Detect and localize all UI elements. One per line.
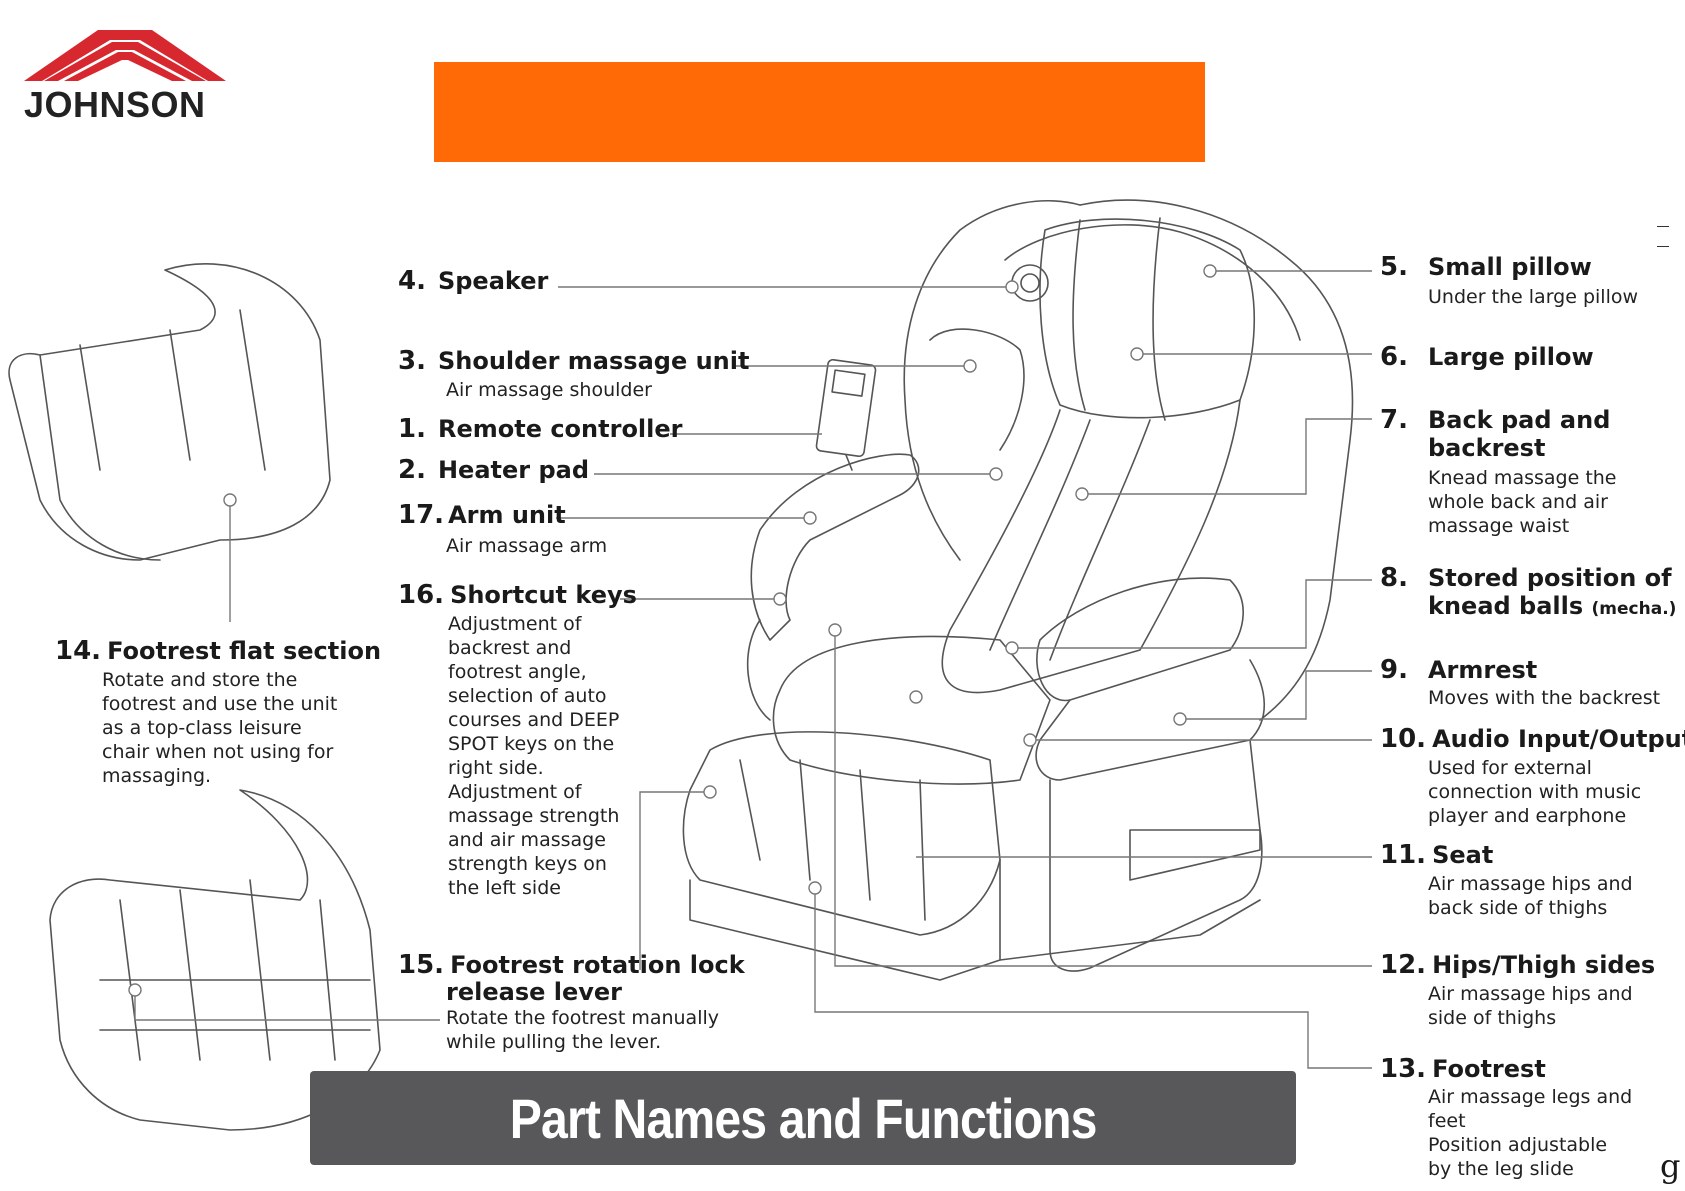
label-speaker: 4.Speaker: [398, 266, 549, 296]
remote-controller-icon: [815, 358, 877, 458]
label-seat: 11.Seat: [1380, 840, 1494, 870]
leader-footrest: [814, 888, 1372, 1069]
brand-logo-text: JOHNSON: [24, 84, 206, 125]
label-stored-position-sub: (mecha.): [1591, 599, 1677, 619]
desc-small-pillow: Under the large pillow: [1428, 286, 1639, 308]
label-hips-thigh: 12.Hips/Thigh sides: [1380, 950, 1656, 980]
desc-armrest: Moves with the backrest: [1428, 687, 1661, 709]
desc-shoulder-massage-unit: Air massage shoulder: [446, 379, 652, 401]
edge-mark-2: [1657, 246, 1669, 247]
label-back-pad-line2: backrest: [1428, 434, 1546, 462]
leader-backpad: [1082, 418, 1372, 495]
label-arm-unit: 17.Arm unit: [398, 500, 566, 530]
leader-footrest-lock: [639, 791, 710, 970]
label-remote-controller: 1.Remote controller: [398, 414, 683, 444]
leader-stored: [1012, 579, 1372, 649]
chair-back-shell: [1079, 199, 1354, 721]
label-small-pillow: 5.Small pillow: [1380, 252, 1592, 282]
label-stored-position: 8.Stored position of: [1380, 563, 1672, 593]
edge-mark: [1657, 226, 1669, 227]
title-banner: [434, 62, 1205, 162]
label-stored-position-line2: knead balls (mecha.): [1428, 592, 1677, 620]
leader-hips: [834, 630, 1372, 967]
label-footrest-rotation-lock: 15.Footrest rotation lock: [398, 950, 745, 980]
backrest: [941, 399, 1241, 694]
part-names-banner: Part Names and Functions: [310, 1071, 1296, 1165]
label-back-pad: 7.Back pad and: [1380, 405, 1611, 435]
right-armrest: [1036, 577, 1244, 702]
label-footrest-rotation-lock-line2: release lever: [446, 978, 622, 1006]
label-armrest: 9.Armrest: [1380, 655, 1538, 685]
label-heater-pad: 2.Heater pad: [398, 455, 590, 485]
footrest: [682, 731, 1001, 936]
label-footrest: 13.Footrest: [1380, 1054, 1546, 1084]
footrest-rotated-inset: [49, 789, 381, 1131]
leader-armrest: [1180, 670, 1372, 720]
edge-glyph: g: [1660, 1147, 1681, 1185]
label-large-pillow: 6.Large pillow: [1380, 342, 1594, 372]
seat: [772, 635, 1051, 785]
label-shoulder-massage-unit: 3.Shoulder massage unit: [398, 346, 750, 376]
label-audio-io: 10.Audio Input/Output: [1380, 724, 1685, 754]
leader-inset-lever: [134, 990, 440, 1021]
left-armrest: [750, 453, 920, 641]
desc-arm-unit: Air massage arm: [446, 535, 608, 557]
part-names-title: Part Names and Functions: [509, 1086, 1098, 1150]
footrest-flat-inset: [8, 263, 331, 561]
label-shortcut-keys: 16.Shortcut keys: [398, 580, 637, 610]
johnson-roof-logo-icon: [24, 30, 226, 81]
chair-outer-shell: [903, 200, 1081, 561]
label-footrest-flat-section: 14.Footrest flat section: [55, 636, 382, 666]
